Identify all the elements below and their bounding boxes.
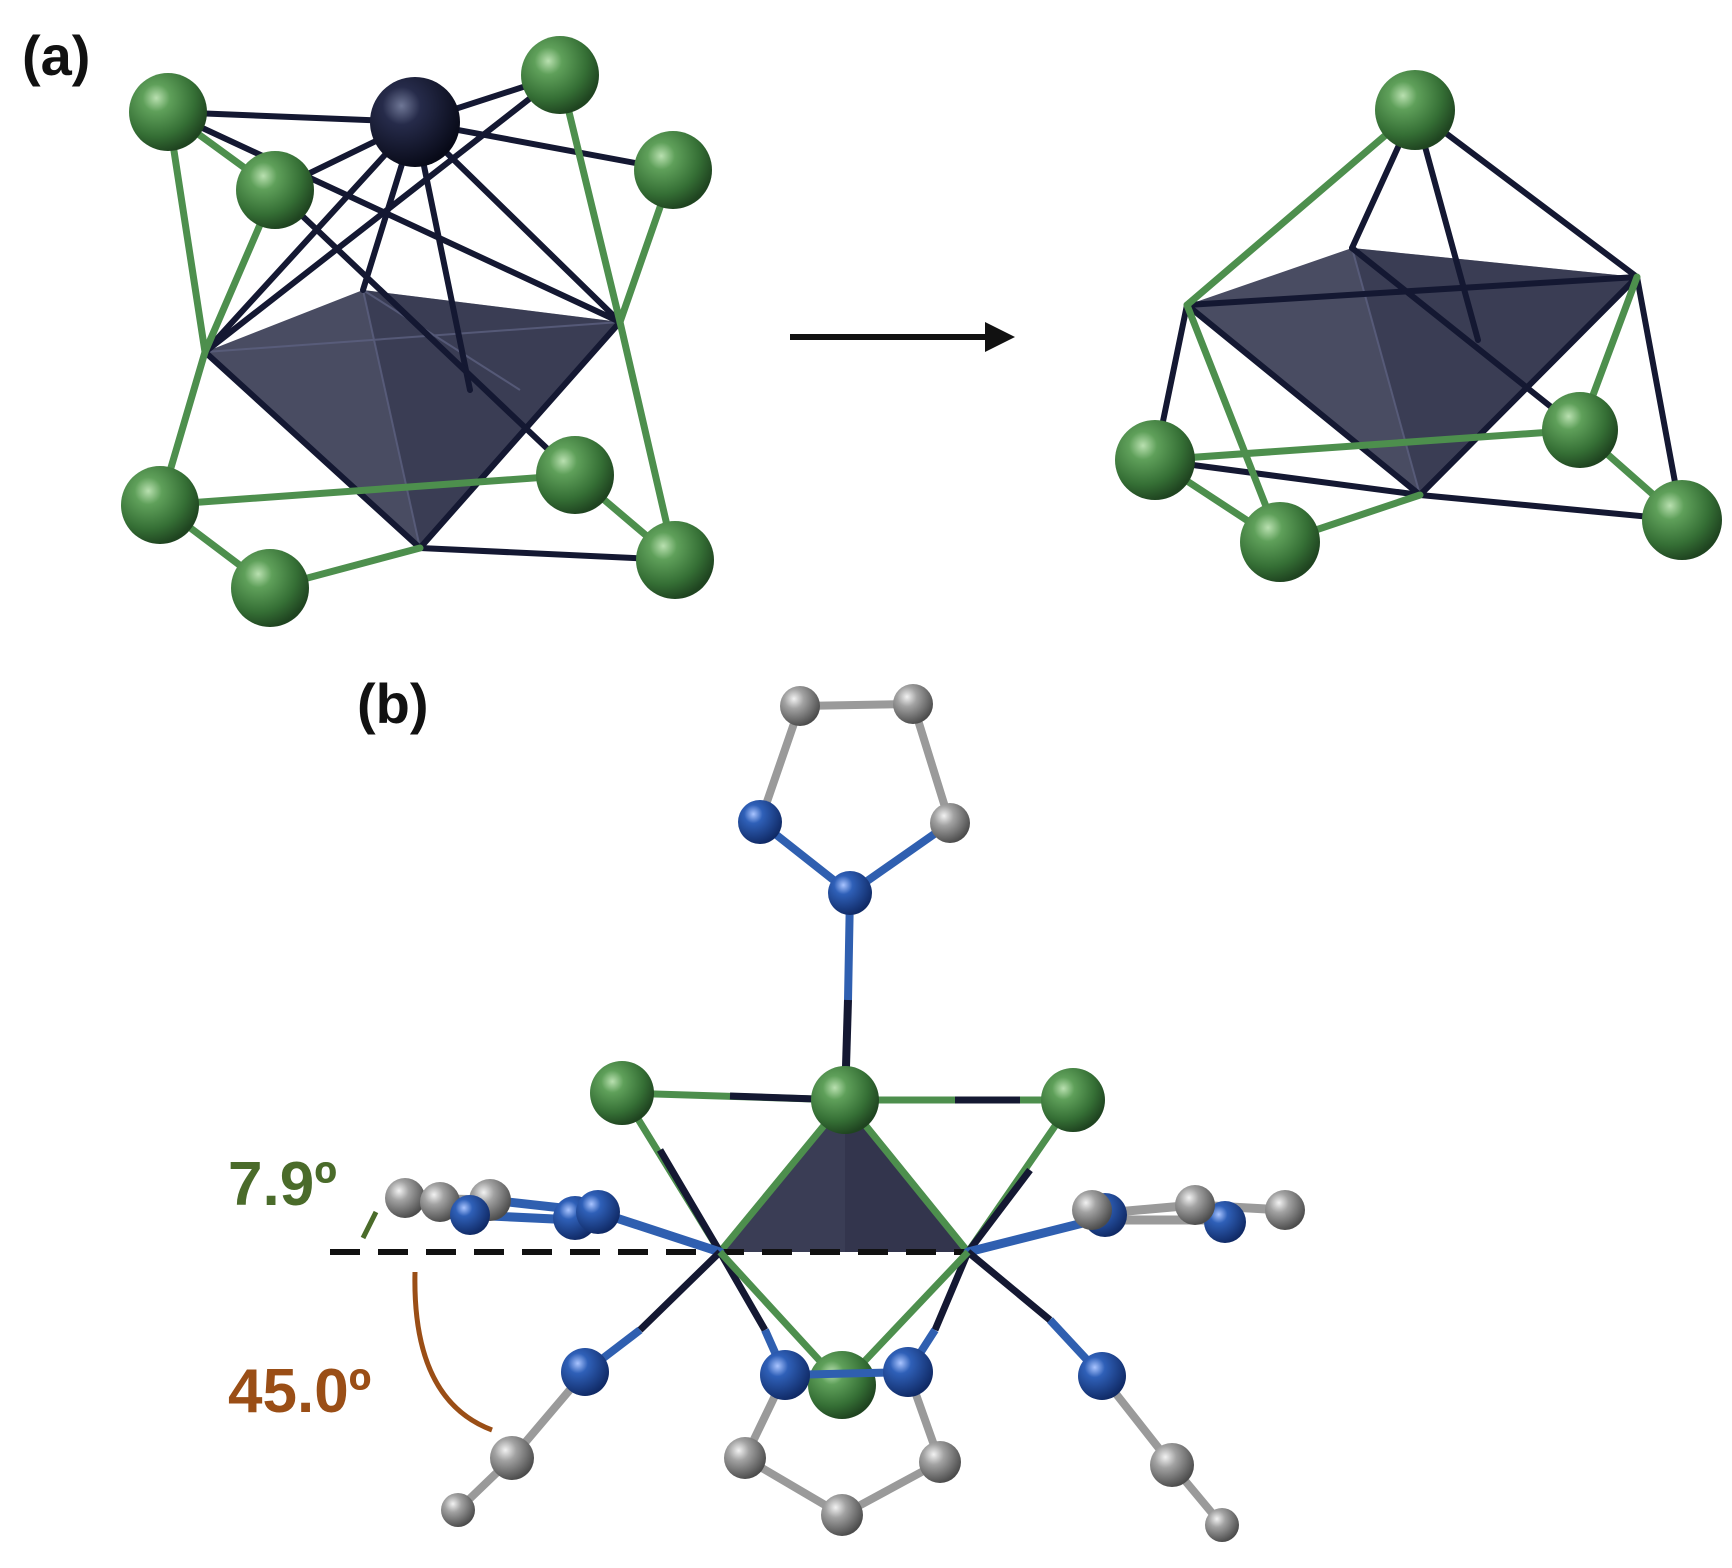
c-atom bbox=[919, 1441, 961, 1483]
metal-atom bbox=[370, 77, 460, 167]
cl-atom bbox=[634, 131, 712, 209]
c-atom bbox=[821, 1494, 863, 1536]
structure-b: 7.9º 45.0º bbox=[228, 684, 1305, 1542]
arrow-right-icon bbox=[790, 322, 1015, 352]
c-atom bbox=[1265, 1190, 1305, 1230]
cl-atom bbox=[590, 1061, 654, 1125]
cl-atom bbox=[1375, 70, 1455, 150]
n-atom bbox=[828, 871, 872, 915]
cluster-a-left bbox=[121, 36, 714, 627]
c-atom bbox=[930, 803, 970, 843]
c-atom bbox=[1072, 1190, 1112, 1230]
cluster-a-right bbox=[1115, 70, 1722, 582]
cl-atom bbox=[1115, 420, 1195, 500]
c-atom bbox=[724, 1437, 766, 1479]
cl-atom bbox=[521, 36, 599, 114]
angle-label-small: 7.9º bbox=[228, 1150, 337, 1219]
n-atom bbox=[450, 1195, 490, 1235]
panel-label-a: (a) bbox=[22, 24, 90, 87]
cl-atom bbox=[1041, 1068, 1105, 1132]
polyhedron-right-face bbox=[1352, 248, 1637, 495]
cl-atom bbox=[129, 73, 207, 151]
n-atom bbox=[760, 1350, 810, 1400]
cl-atom bbox=[1240, 502, 1320, 582]
c-atom bbox=[441, 1493, 475, 1527]
cl-atom bbox=[1642, 480, 1722, 560]
c-atom bbox=[1175, 1185, 1215, 1225]
n-atom bbox=[883, 1347, 933, 1397]
cl-atom bbox=[236, 151, 314, 229]
c-atom bbox=[490, 1436, 534, 1480]
c-atom bbox=[420, 1182, 460, 1222]
n-atom bbox=[1078, 1352, 1126, 1400]
n-atom bbox=[1204, 1201, 1246, 1243]
angle-arc-small bbox=[360, 1210, 379, 1240]
c-atom bbox=[893, 684, 933, 724]
cl-atom bbox=[811, 1066, 879, 1134]
cl-atom bbox=[536, 436, 614, 514]
n-atom bbox=[738, 800, 782, 844]
c-atom bbox=[1150, 1443, 1194, 1487]
c-atom bbox=[1205, 1508, 1239, 1542]
cl-atom bbox=[1542, 392, 1618, 468]
panel-label-b: (b) bbox=[357, 672, 429, 735]
c-atom bbox=[780, 686, 820, 726]
cl-atom bbox=[121, 466, 199, 544]
c-atom bbox=[385, 1178, 425, 1218]
angle-label-large: 45.0º bbox=[228, 1357, 371, 1426]
cl-atom bbox=[808, 1351, 876, 1419]
cl-atom bbox=[636, 521, 714, 599]
angle-arc-large bbox=[412, 1271, 493, 1433]
n-atom bbox=[576, 1190, 620, 1234]
n-atom bbox=[561, 1348, 609, 1396]
cl-atom bbox=[231, 549, 309, 627]
